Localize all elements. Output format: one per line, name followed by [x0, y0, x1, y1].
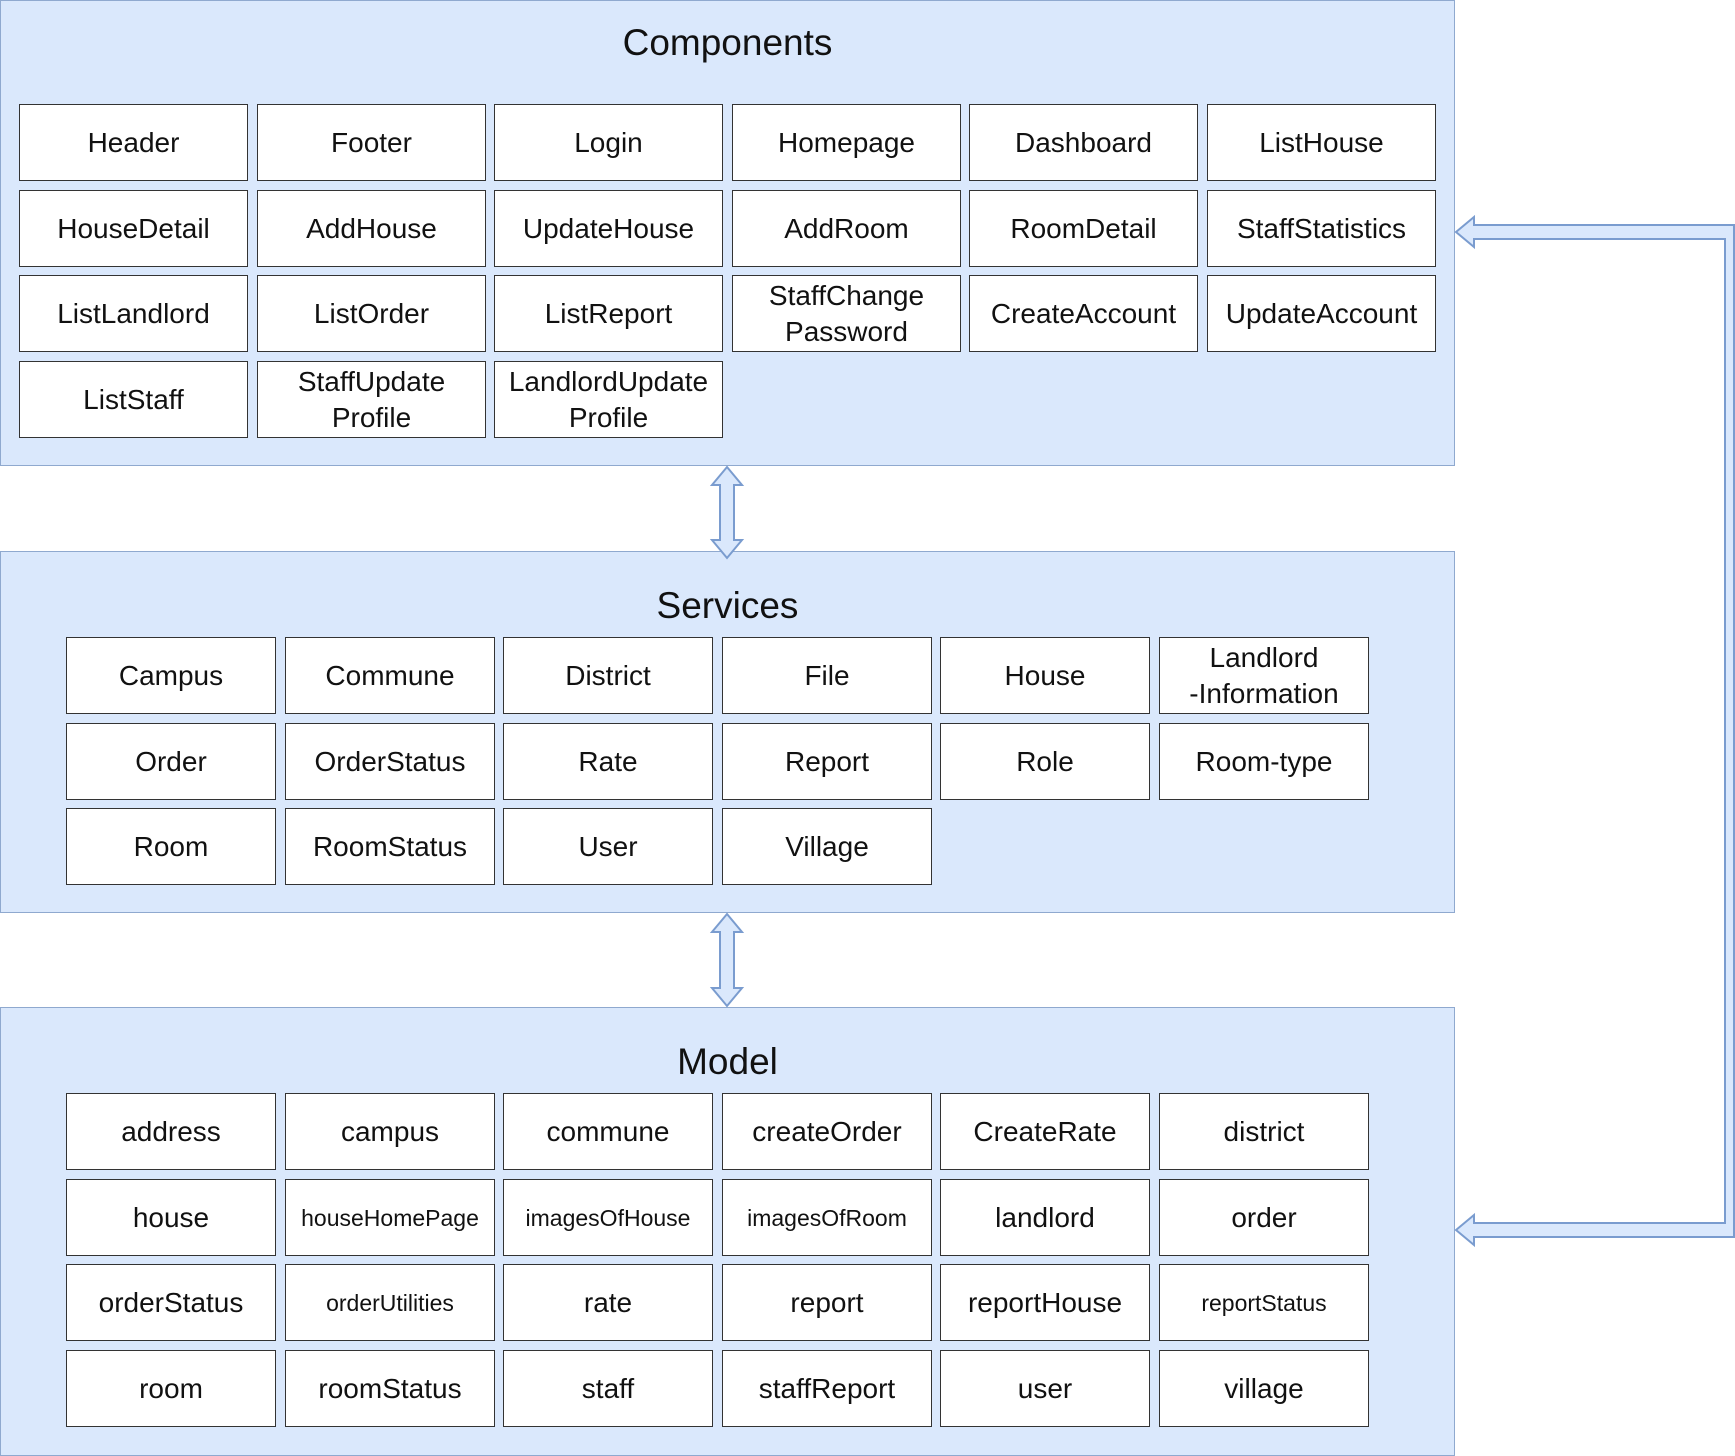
model-box: room: [66, 1350, 276, 1427]
components-box: AddRoom: [732, 190, 961, 267]
services-box: Role: [940, 723, 1150, 800]
services-box: Rate: [503, 723, 713, 800]
model-components-feedback-arrow: [1454, 214, 1735, 1248]
model-box: reportHouse: [940, 1264, 1150, 1341]
model-box: imagesOfRoom: [722, 1179, 932, 1256]
services-box: Campus: [66, 637, 276, 714]
services-box: Room: [66, 808, 276, 885]
services-box: User: [503, 808, 713, 885]
model-box: user: [940, 1350, 1150, 1427]
components-box: Homepage: [732, 104, 961, 181]
model-box: house: [66, 1179, 276, 1256]
components-box: CreateAccount: [969, 275, 1198, 352]
services-box: House: [940, 637, 1150, 714]
components-box: RoomDetail: [969, 190, 1198, 267]
components-box: ListReport: [494, 275, 723, 352]
components-title: Components: [622, 22, 833, 63]
model-box: reportStatus: [1159, 1264, 1369, 1341]
services-model-double-arrow: [709, 912, 745, 1008]
model-box: rate: [503, 1264, 713, 1341]
components-box: AddHouse: [257, 190, 486, 267]
model-box: commune: [503, 1093, 713, 1170]
model-box: village: [1159, 1350, 1369, 1427]
model-box: campus: [285, 1093, 495, 1170]
model-box: district: [1159, 1093, 1369, 1170]
model-box: orderUtilities: [285, 1264, 495, 1341]
components-box: ListOrder: [257, 275, 486, 352]
services-box: Room-type: [1159, 723, 1369, 800]
services-box: Commune: [285, 637, 495, 714]
components-box: HouseDetail: [19, 190, 248, 267]
components-box: StaffUpdate Profile: [257, 361, 486, 438]
services-box: RoomStatus: [285, 808, 495, 885]
model-box: landlord: [940, 1179, 1150, 1256]
model-box: report: [722, 1264, 932, 1341]
components-box: Header: [19, 104, 248, 181]
model-box: order: [1159, 1179, 1369, 1256]
components-services-double-arrow: [709, 465, 745, 560]
services-box: Landlord -Information: [1159, 637, 1369, 714]
services-box: Order: [66, 723, 276, 800]
components-box: Dashboard: [969, 104, 1198, 181]
components-box: ListStaff: [19, 361, 248, 438]
components-box: Footer: [257, 104, 486, 181]
components-box: UpdateHouse: [494, 190, 723, 267]
services-box: File: [722, 637, 932, 714]
model-box: orderStatus: [66, 1264, 276, 1341]
components-box: UpdateAccount: [1207, 275, 1436, 352]
services-box: District: [503, 637, 713, 714]
model-title: Model: [677, 1041, 778, 1082]
components-box: ListHouse: [1207, 104, 1436, 181]
model-box: staffReport: [722, 1350, 932, 1427]
services-box: OrderStatus: [285, 723, 495, 800]
model-box: houseHomePage: [285, 1179, 495, 1256]
model-box: createOrder: [722, 1093, 932, 1170]
model-box: CreateRate: [940, 1093, 1150, 1170]
components-box: StaffStatistics: [1207, 190, 1436, 267]
model-box: address: [66, 1093, 276, 1170]
services-title: Services: [656, 585, 799, 626]
model-box: imagesOfHouse: [503, 1179, 713, 1256]
services-box: Village: [722, 808, 932, 885]
components-box: StaffChange Password: [732, 275, 961, 352]
components-box: LandlordUpdate Profile: [494, 361, 723, 438]
services-box: Report: [722, 723, 932, 800]
components-box: Login: [494, 104, 723, 181]
components-box: ListLandlord: [19, 275, 248, 352]
model-box: roomStatus: [285, 1350, 495, 1427]
model-box: staff: [503, 1350, 713, 1427]
